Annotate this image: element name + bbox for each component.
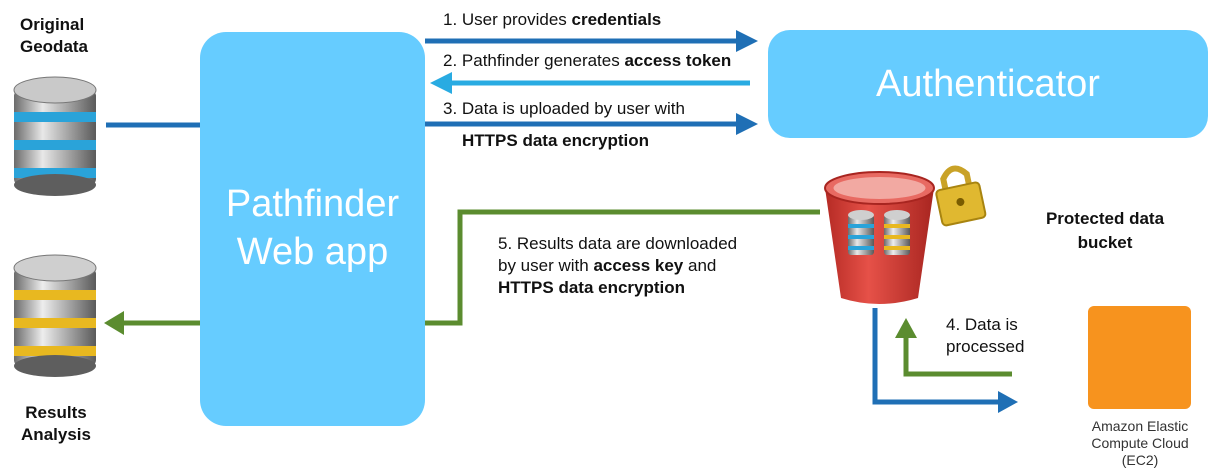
step5-line2-bold: access key — [593, 256, 684, 275]
protected-bucket-line2: bucket — [1077, 233, 1133, 252]
results-analysis-label: Results Analysis — [8, 402, 104, 446]
results-analysis-line1: Results — [25, 403, 87, 422]
ec2-label: Amazon Elastic Compute Cloud (EC2) — [1060, 418, 1208, 469]
step2-label: 2. Pathfinder generates access token — [443, 50, 731, 72]
database-icon-blue — [13, 76, 97, 196]
pathfinder-webapp-title: Pathfinder Web app — [200, 180, 425, 276]
protected-bucket-line1: Protected data — [1045, 209, 1165, 228]
ec2-label-line3: (EC2) — [1121, 452, 1159, 468]
ec2-label-line2: Compute Cloud — [1091, 435, 1189, 451]
webapp-title-line1: Pathfinder — [225, 183, 400, 225]
bucket-icon — [824, 171, 935, 304]
pathfinder-webapp-box — [200, 32, 425, 426]
ec2-icon — [1088, 306, 1191, 409]
step5-connector — [425, 209, 820, 326]
step3-label-line2: HTTPS data encryption — [462, 131, 650, 150]
step5-line1: 5. Results data are downloaded — [498, 234, 738, 253]
step1-label: 1. User provides credentials — [443, 9, 661, 31]
ec2-label-line1: Amazon Elastic — [1091, 418, 1189, 434]
webapp-title-line2: Web app — [236, 231, 389, 273]
webapp-to-results-arrow — [104, 311, 200, 335]
protected-bucket-label: Protected data bucket — [1020, 207, 1190, 255]
step1-bold: credentials — [571, 10, 662, 29]
step4-line1: 4. Data is — [946, 315, 1018, 334]
step5-label: 5. Results data are downloaded by user w… — [498, 233, 737, 299]
step4-label: 4. Data is processed — [946, 314, 1024, 358]
step2-text: 2. Pathfinder generates — [443, 51, 625, 70]
step3-arrow — [425, 113, 758, 135]
original-geodata-line2: Geodata — [20, 37, 89, 56]
step5-line2-post: and — [683, 256, 717, 275]
step1-arrow — [425, 30, 758, 52]
step2-bold: access token — [624, 51, 732, 70]
step1-text: 1. User provides — [443, 10, 572, 29]
database-icon-gold — [13, 254, 97, 377]
step2-arrow — [430, 72, 750, 94]
padlock-icon — [935, 165, 987, 227]
step5-line2-pre: by user with — [498, 256, 594, 275]
authenticator-box — [768, 30, 1208, 138]
step5-line2: by user with access key and — [498, 255, 737, 277]
step4-blue-arrow — [872, 308, 1018, 413]
step4-line2: processed — [946, 337, 1025, 356]
step4-green-arrow — [895, 318, 1012, 377]
authenticator-title: Authenticator — [876, 63, 1100, 105]
original-geodata-line1: Original — [20, 15, 85, 34]
step3-label-line1: 3. Data is uploaded by user with — [443, 99, 685, 118]
results-analysis-line2: Analysis — [21, 425, 91, 444]
step5-line3: HTTPS data encryption — [498, 278, 686, 297]
original-geodata-label: Original Geodata — [20, 14, 88, 58]
